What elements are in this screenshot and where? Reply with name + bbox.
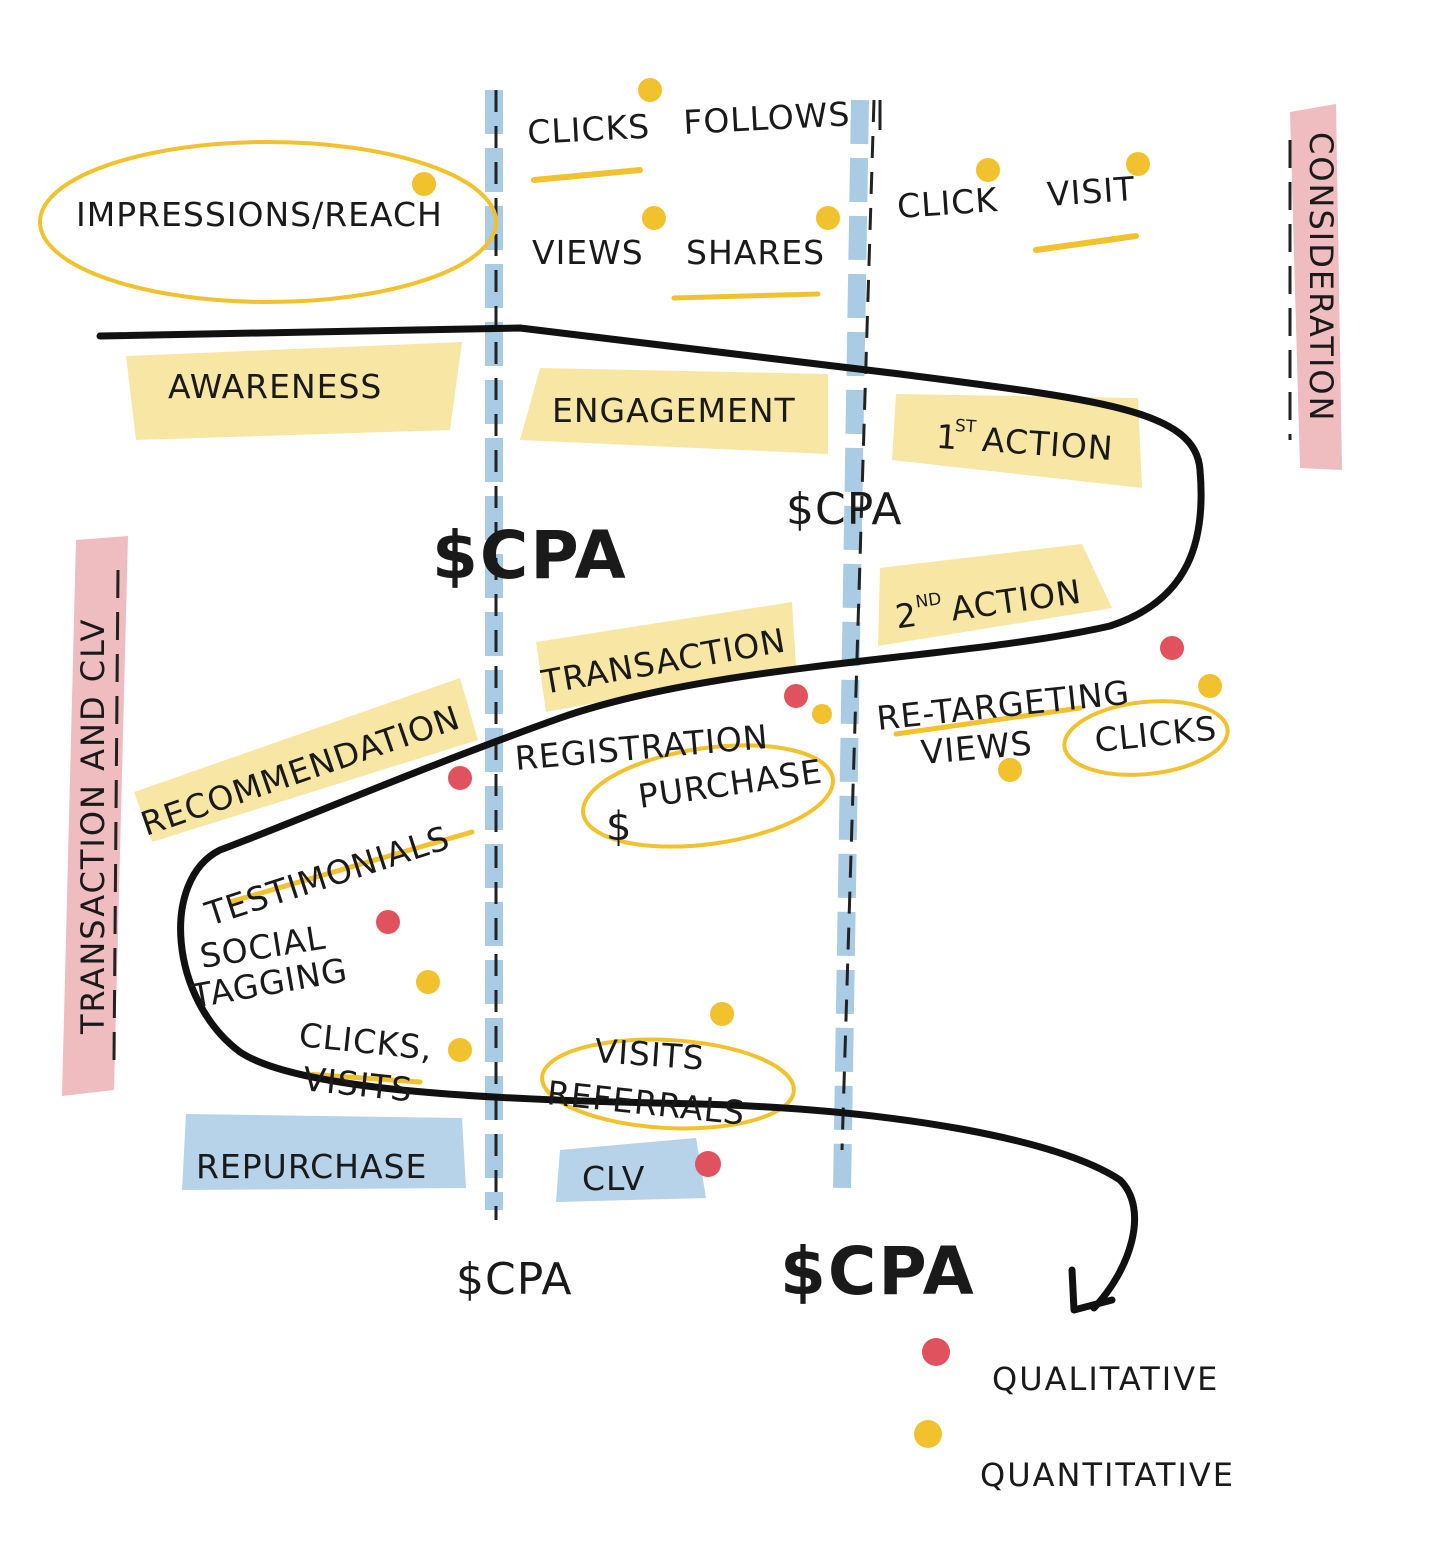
journey-arrowhead (1068, 1266, 1116, 1314)
quantitative-dot (412, 172, 436, 196)
visit-underline (1033, 233, 1139, 253)
quantitative-dot (976, 158, 1000, 182)
transaction-highlight (536, 602, 796, 712)
legend-quantitative-label: QUANTITATIVE (980, 1456, 1235, 1494)
journey-path (96, 324, 1205, 1312)
legend-qualitative-label: QUALITATIVE (992, 1360, 1219, 1398)
repurchase-label: REPURCHASE (196, 1147, 427, 1186)
qualitative-dot (784, 684, 808, 708)
quantitative-dot (416, 970, 440, 994)
testimonials-underline (227, 829, 475, 905)
engagement-label: ENGAGEMENT (552, 391, 796, 430)
divider-right-line (840, 99, 876, 1151)
awareness-label: AWARENESS (168, 367, 382, 406)
follows-label: FOLLOWS (682, 94, 851, 142)
shares-underline (671, 291, 821, 301)
visits-referrals-circle (540, 1037, 796, 1131)
shares-label: SHARES (686, 233, 825, 272)
click-label: CLICK (896, 180, 1000, 226)
purchase-symbol: $ (606, 804, 632, 850)
side-dashes (112, 140, 1292, 1061)
impressions-reach-label: IMPRESSIONS/REACH (76, 195, 443, 234)
legend-qualitative-dot (922, 1338, 950, 1366)
qualitative-dot (695, 1151, 721, 1177)
quantitative-dot (642, 206, 666, 230)
first-action-highlight (892, 394, 1142, 488)
clicks-retarget-label: CLICKS (1093, 708, 1219, 760)
visits-bottom-label: VISITS (301, 1059, 415, 1109)
purchase-circle (581, 743, 835, 849)
cpa-labels: $CPA $CPA $CPA $CPA (432, 484, 976, 1310)
quantitative-dot (1126, 152, 1150, 176)
qualitative-dot (448, 766, 472, 790)
legend: QUALITATIVE QUANTITATIVE (914, 1338, 1235, 1494)
consideration-highlight (1290, 104, 1342, 470)
legend-quantitative-dot (914, 1420, 942, 1448)
highlights (62, 104, 1342, 1202)
cpa-upper-right: $CPA (786, 484, 903, 535)
cpa-lower-left: $CPA (456, 1254, 573, 1305)
quantitative-dot (998, 758, 1022, 782)
recommendation-highlight (134, 678, 478, 842)
clv-highlight (556, 1138, 706, 1202)
second-action-num: 2 (893, 595, 920, 637)
stage-dividers (485, 90, 882, 1220)
retargeting-underline (893, 705, 1083, 737)
quantitative-dot (710, 1002, 734, 1026)
views-top-label: VIEWS (532, 233, 644, 272)
referrals-label: REFERRALS (545, 1073, 747, 1133)
second-action-sup: ND (914, 589, 942, 612)
first-action-sup: ST (954, 416, 977, 437)
indicator-dots (376, 78, 1222, 1177)
quantitative-dot (1198, 674, 1222, 698)
clicks-underline (531, 167, 643, 183)
quantitative-dot (448, 1038, 472, 1062)
clv-label: CLV (582, 1159, 645, 1198)
visit-label: VISIT (1046, 169, 1137, 214)
cpa-lower-right: $CPA (780, 1233, 976, 1310)
top-metrics: IMPRESSIONS/REACH CLICKS FOLLOWS VIEWS S… (76, 94, 1136, 272)
qualitative-dot (376, 910, 400, 934)
consideration-label: CONSIDERATION (1302, 132, 1340, 423)
repurchase-highlight (182, 1114, 466, 1190)
quantitative-dot (812, 704, 832, 724)
testimonials-label: TESTIMONIALS (199, 818, 454, 934)
first-action-text: ACTION (981, 420, 1115, 468)
second-action-highlight (878, 544, 1112, 646)
visits-underline (303, 1071, 423, 1085)
engagement-highlight (520, 368, 828, 454)
awareness-highlight (126, 342, 462, 440)
first-action-num: 1 (935, 417, 960, 457)
qualitative-dot (1160, 636, 1184, 660)
impressions-circle (38, 140, 498, 304)
clicks-retarget-circle (1062, 699, 1230, 777)
clicks-top-label: CLICKS (526, 107, 651, 152)
cpa-upper-left: $CPA (432, 517, 628, 594)
first-action-label: 1 ST ACTION (935, 416, 1115, 468)
transaction-clv-highlight (62, 536, 128, 1096)
quantitative-dot (638, 78, 662, 102)
transaction-clv-label: TRANSACTION AND CLV (74, 618, 112, 1035)
quantitative-dot (816, 206, 840, 230)
visits-referral-label: VISITS (593, 1031, 706, 1078)
annotations (38, 140, 1230, 1131)
